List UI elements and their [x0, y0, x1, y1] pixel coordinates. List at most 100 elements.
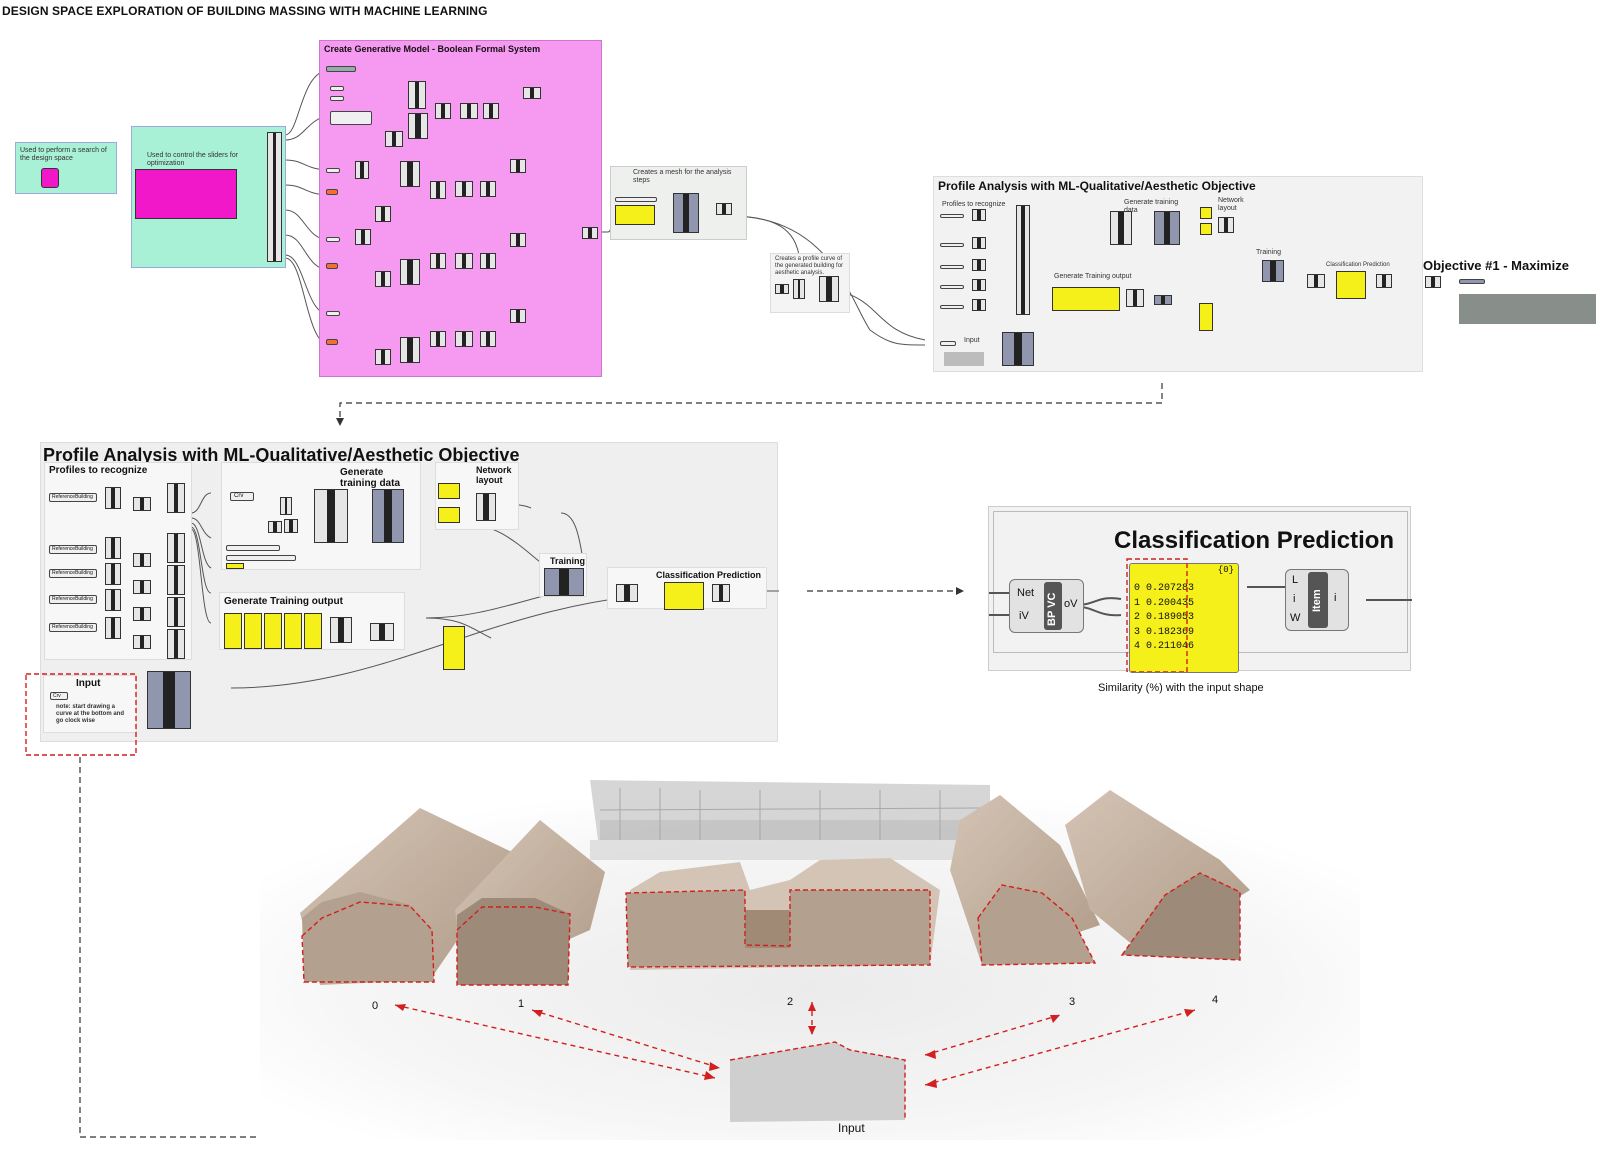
gen-param-1[interactable]	[326, 66, 356, 72]
detail-output-merge[interactable]	[330, 617, 352, 643]
profile-ref-2[interactable]	[940, 243, 964, 247]
training-output-comp[interactable]	[1126, 289, 1144, 307]
profile-curve-in[interactable]	[775, 284, 789, 294]
profile-merge-top[interactable]	[1016, 205, 1030, 315]
profile-ref-5[interactable]	[940, 305, 964, 309]
profile-m-4[interactable]	[972, 279, 986, 291]
detail-input-neural[interactable]	[147, 671, 191, 729]
gen-comp-26[interactable]	[480, 331, 496, 347]
detail-out-2[interactable]	[167, 533, 185, 563]
gen-comp-4[interactable]	[460, 103, 478, 119]
gen-comp-3[interactable]	[435, 103, 451, 119]
detail-out-4[interactable]	[167, 597, 185, 627]
slider-block[interactable]	[135, 169, 237, 219]
detail-slider-2[interactable]	[226, 555, 296, 561]
gen-comp-5[interactable]	[483, 103, 499, 119]
gen-comp-14[interactable]	[510, 159, 526, 173]
detail-merge-3[interactable]	[133, 580, 151, 594]
mesh-comp[interactable]	[673, 193, 699, 233]
gen-param-2[interactable]	[330, 86, 344, 91]
detail-mcrv-4[interactable]	[105, 589, 121, 611]
gen-comp-20[interactable]	[480, 253, 496, 269]
detail-mcrv-3[interactable]	[105, 563, 121, 585]
gen-param-8[interactable]	[326, 263, 338, 269]
classification-top-item[interactable]	[1376, 274, 1392, 288]
input-top-comp[interactable]	[1002, 332, 1034, 366]
gen-comp-11[interactable]	[430, 181, 446, 199]
mesh-out[interactable]	[716, 203, 732, 215]
detail-merge-1[interactable]	[133, 497, 151, 511]
detail-gen-neural[interactable]	[372, 489, 404, 543]
detail-out-3[interactable]	[167, 565, 185, 595]
training-comp-top[interactable]	[1262, 260, 1284, 282]
gen-comp-7[interactable]	[385, 131, 403, 147]
gen-comp-21[interactable]	[510, 233, 526, 247]
gen-param-10[interactable]	[326, 339, 338, 345]
profile-m-1[interactable]	[972, 209, 986, 221]
item-node[interactable]: L i W Item i	[1285, 569, 1349, 631]
detail-mcrv-2[interactable]	[105, 537, 121, 559]
gen-param-3[interactable]	[330, 96, 344, 101]
detail-merge-4[interactable]	[133, 607, 151, 621]
gen-comp-2[interactable]	[408, 113, 428, 139]
profile-ref-1[interactable]	[940, 214, 964, 218]
gen-comp-1[interactable]	[408, 81, 426, 109]
network-layout-comp[interactable]	[1218, 217, 1234, 233]
detail-input-crv[interactable]: Crv	[50, 692, 68, 700]
gen-comp-22[interactable]	[400, 337, 420, 363]
profile-curve-out[interactable]	[819, 276, 839, 302]
profile-ref-3[interactable]	[940, 265, 964, 269]
objective-value[interactable]	[1459, 279, 1485, 284]
gen-comp-15[interactable]	[355, 229, 371, 245]
detail-crv-1[interactable]: Crv	[230, 492, 254, 501]
gen-training-comp-2[interactable]	[1154, 211, 1180, 245]
detail-training-comp[interactable]	[544, 568, 584, 596]
detail-gen-b[interactable]	[268, 521, 282, 533]
training-output-flip[interactable]	[1154, 295, 1172, 305]
detail-merge-5[interactable]	[133, 635, 151, 649]
ref-building-2[interactable]: ReferenceBuilding	[49, 545, 97, 554]
input-top-crv[interactable]	[940, 341, 956, 346]
gen-comp-18[interactable]	[430, 253, 446, 269]
gen-param-4[interactable]	[330, 111, 372, 125]
detail-gen-a[interactable]	[280, 497, 292, 515]
gen-param-5[interactable]	[326, 168, 340, 173]
gen-merge[interactable]	[582, 227, 598, 239]
detail-gen-main[interactable]	[314, 489, 348, 543]
gen-param-9[interactable]	[326, 311, 340, 316]
detail-network-comp[interactable]	[476, 493, 496, 521]
gen-comp-19[interactable]	[455, 253, 473, 269]
mesh-param[interactable]	[615, 197, 657, 202]
detail-mcrv-5[interactable]	[105, 617, 121, 639]
profile-m-3[interactable]	[972, 259, 986, 271]
gen-comp-13[interactable]	[480, 181, 496, 197]
profile-m-5[interactable]	[972, 299, 986, 311]
detail-bpvc[interactable]	[616, 584, 638, 602]
detail-output-flip[interactable]	[370, 623, 394, 641]
ref-building-4[interactable]: ReferenceBuilding	[49, 595, 97, 604]
gen-comp-24[interactable]	[430, 331, 446, 347]
bpvc-node[interactable]: Net iV BP VC oV	[1009, 579, 1084, 633]
gen-comp-16[interactable]	[400, 259, 420, 285]
gen-comp-10[interactable]	[375, 206, 391, 222]
objective-node[interactable]	[1425, 276, 1441, 288]
gen-param-7[interactable]	[326, 237, 340, 242]
search-toggle[interactable]	[41, 168, 59, 188]
gen-comp-17[interactable]	[375, 271, 391, 287]
gen-param-6[interactable]	[326, 189, 338, 195]
profile-ref-4[interactable]	[940, 285, 964, 289]
detail-gen-c[interactable]	[284, 519, 298, 533]
detail-mcrv-1[interactable]	[105, 487, 121, 509]
gen-comp-27[interactable]	[510, 309, 526, 323]
ref-building-1[interactable]: ReferenceBuilding	[49, 493, 97, 502]
gen-comp-8[interactable]	[355, 161, 369, 179]
slider-outputs[interactable]	[267, 132, 282, 262]
gen-comp-9[interactable]	[400, 161, 420, 187]
detail-out-5[interactable]	[167, 629, 185, 659]
gen-comp-25[interactable]	[455, 331, 473, 347]
profile-m-2[interactable]	[972, 237, 986, 249]
detail-merge-2[interactable]	[133, 553, 151, 567]
gen-comp-23[interactable]	[375, 349, 391, 365]
gen-comp-12[interactable]	[455, 181, 473, 197]
gen-training-comp-1[interactable]	[1110, 211, 1132, 245]
